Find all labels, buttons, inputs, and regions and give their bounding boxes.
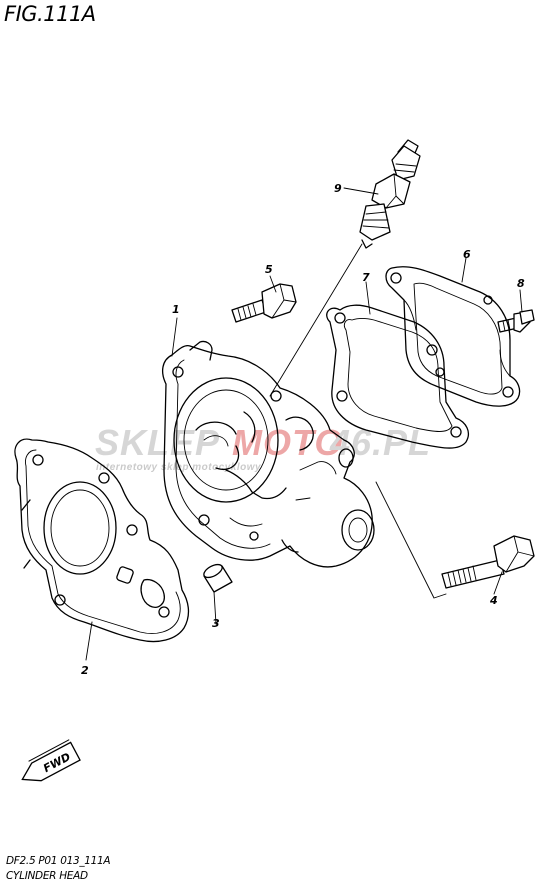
figure-title: FIG.111A: [4, 2, 96, 26]
spark-plug-drawing: [359, 139, 421, 249]
footer-name: CYLINDER HEAD: [6, 870, 88, 882]
watermark-brand-a: SKLEP: [95, 422, 220, 463]
callout-7: 7: [362, 271, 370, 284]
short-bolt-drawing: [231, 283, 297, 323]
callout-4: 4: [489, 594, 498, 607]
head-cover-drawing: [385, 266, 521, 407]
footer-code: DF2.5 P01 013_111A: [6, 855, 111, 867]
head-gasket-drawing: [14, 438, 190, 643]
callout-5: 5: [265, 263, 273, 276]
callout-1: 1: [172, 303, 180, 316]
watermark-subtitle: internetowy sklep motocyklowy: [96, 462, 261, 473]
callout-8: 8: [517, 277, 525, 290]
callout-2: 2: [81, 664, 89, 677]
alignment-lines: [269, 243, 447, 599]
watermark: SKLEP MOTO 46.PL internetowy sklep motoc…: [95, 422, 430, 473]
callout-labels: 1 2 3 4 5 6 7 8 9: [81, 182, 525, 677]
cylinder-head-drawing: [161, 340, 375, 568]
leader-lines: [85, 187, 523, 661]
long-bolt-drawing: [441, 535, 535, 589]
watermark-brand-b: MOTO: [232, 422, 343, 463]
dowel-pin-drawing: [203, 563, 233, 593]
callout-3: 3: [212, 617, 220, 630]
callout-9: 9: [334, 182, 342, 195]
callout-6: 6: [463, 248, 471, 261]
fwd-direction-badge: FWD: [21, 739, 81, 782]
